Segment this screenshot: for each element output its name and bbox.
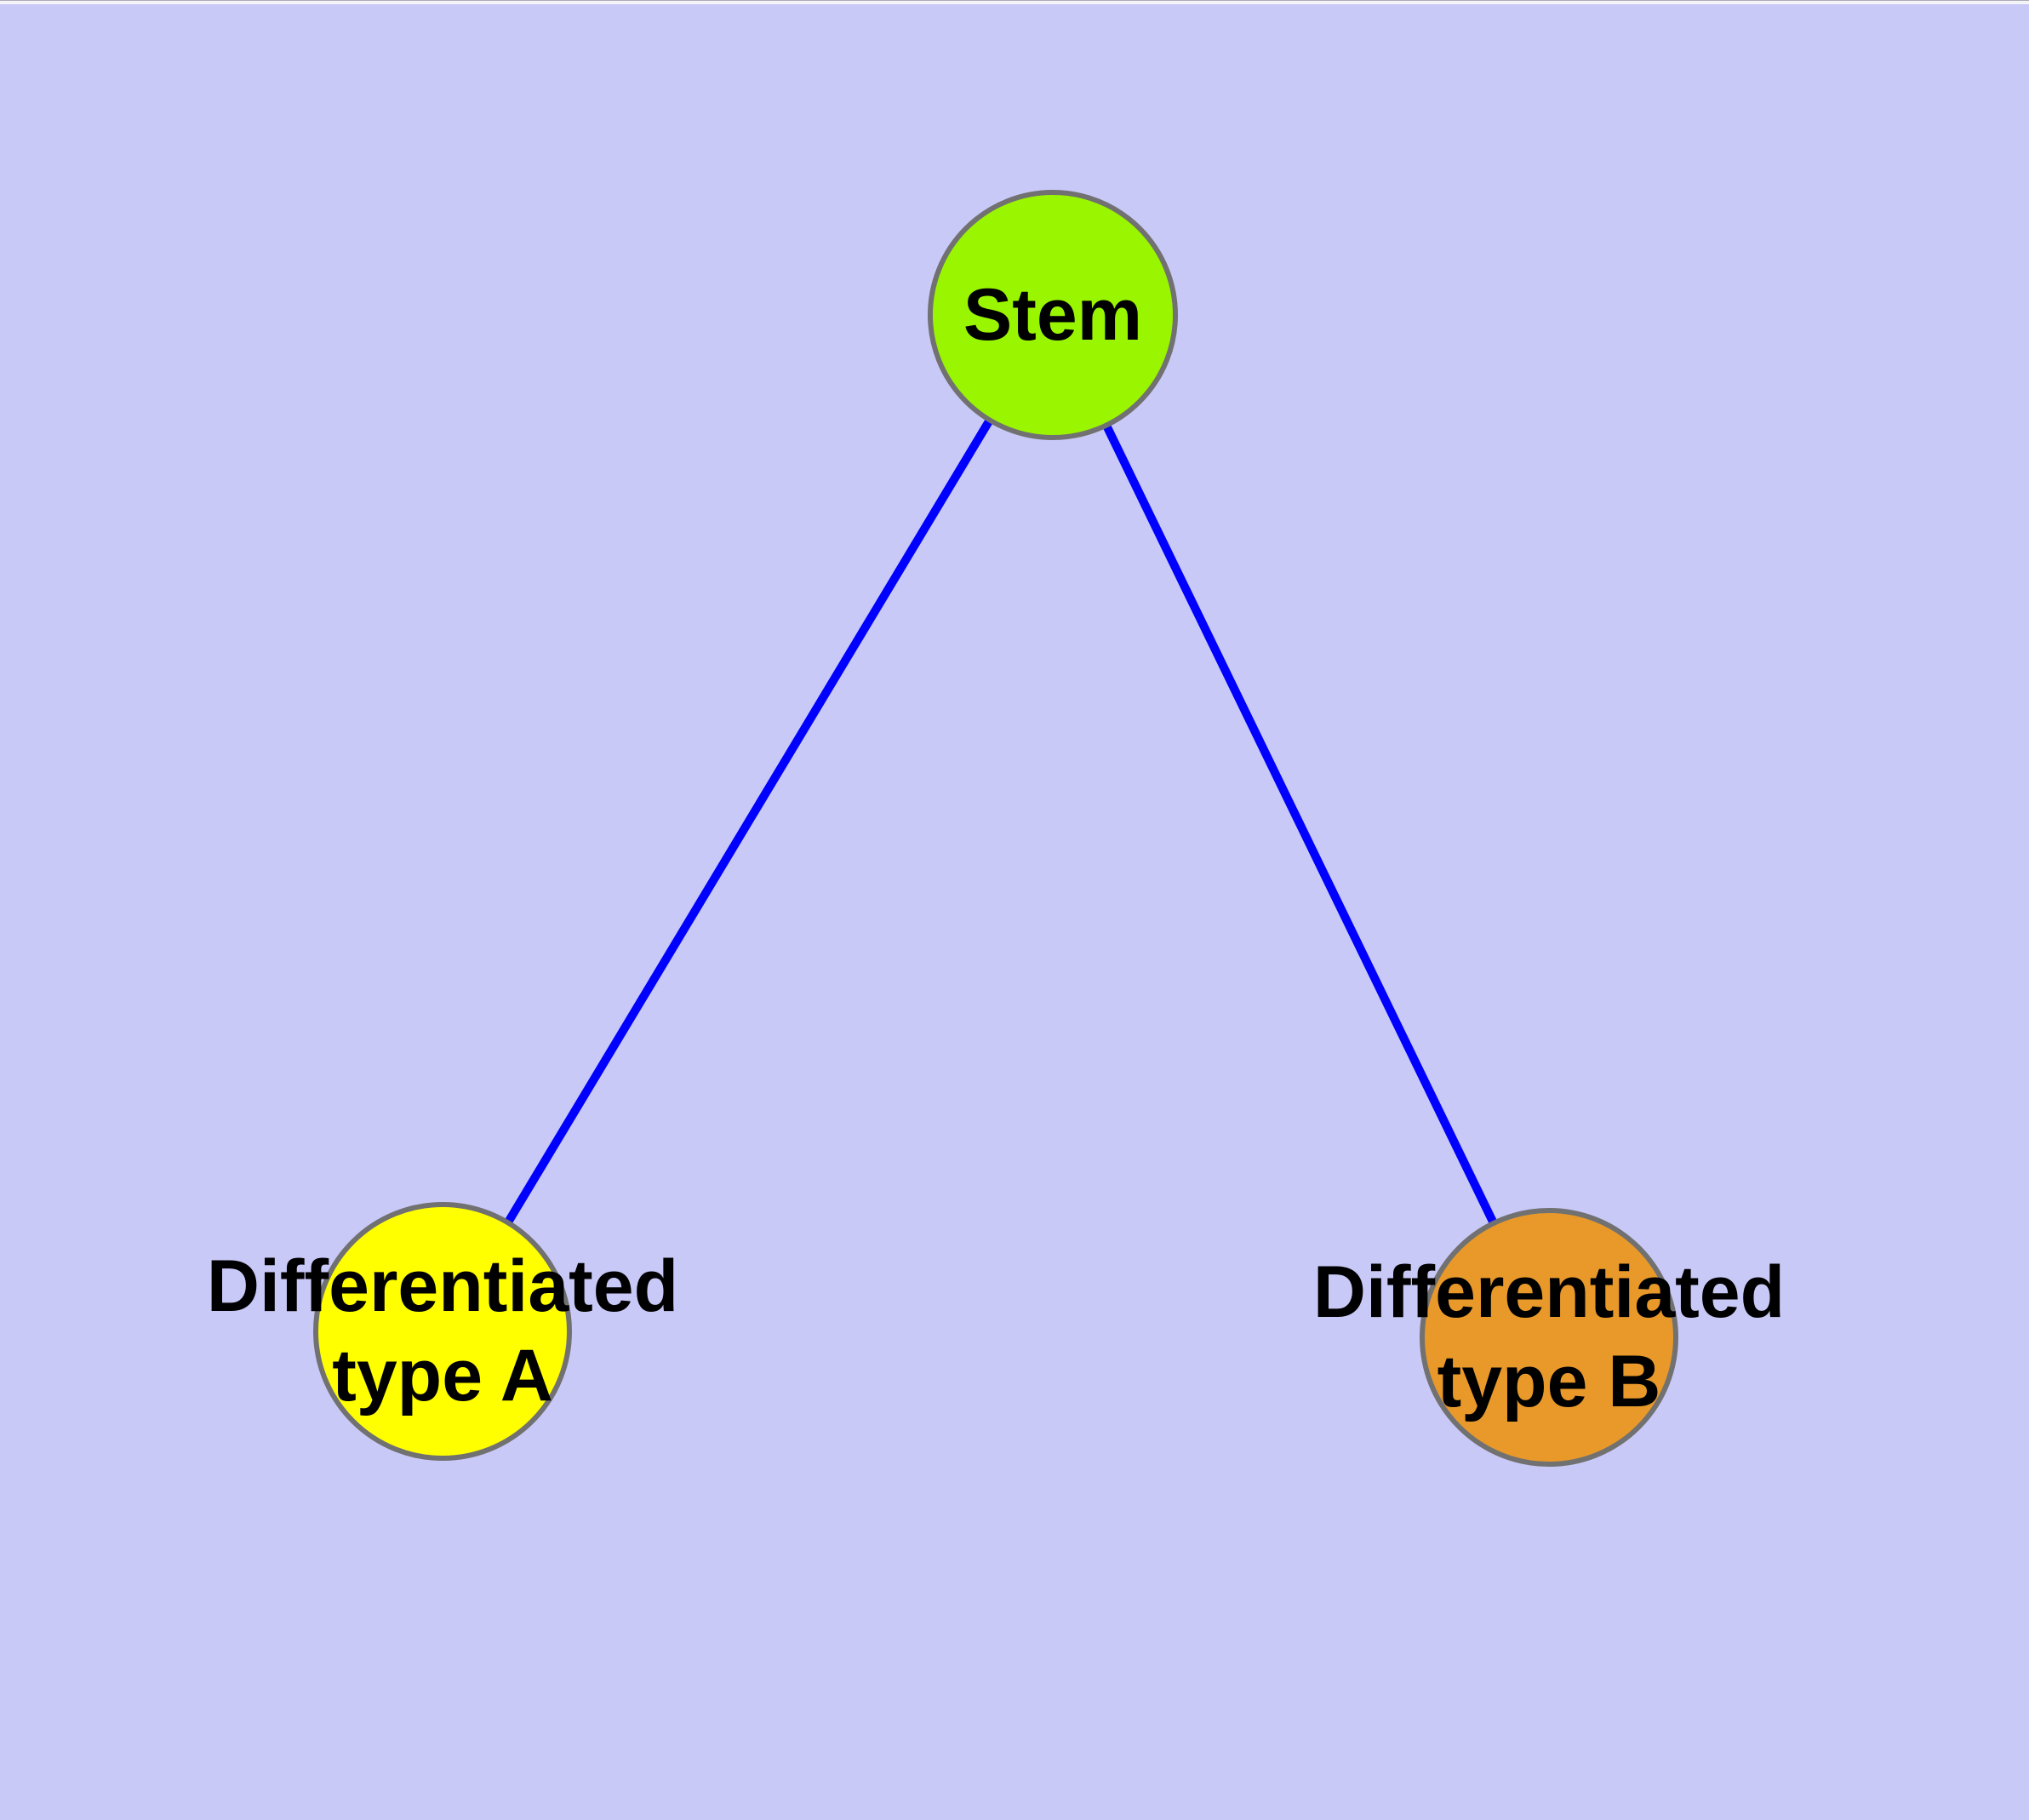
node-differentiated-type-a[interactable]: Differentiated type A: [207, 1202, 678, 1461]
node-stem-label: Stem: [963, 273, 1143, 356]
edge-stem-to-type-b: [1049, 312, 1553, 1340]
window-top-edge: [0, 0, 2029, 4]
node-differentiated-type-b[interactable]: Differentiated type B: [1313, 1208, 1785, 1467]
node-stem[interactable]: Stem: [928, 190, 1178, 440]
edge-stem-to-type-a: [438, 312, 1057, 1334]
